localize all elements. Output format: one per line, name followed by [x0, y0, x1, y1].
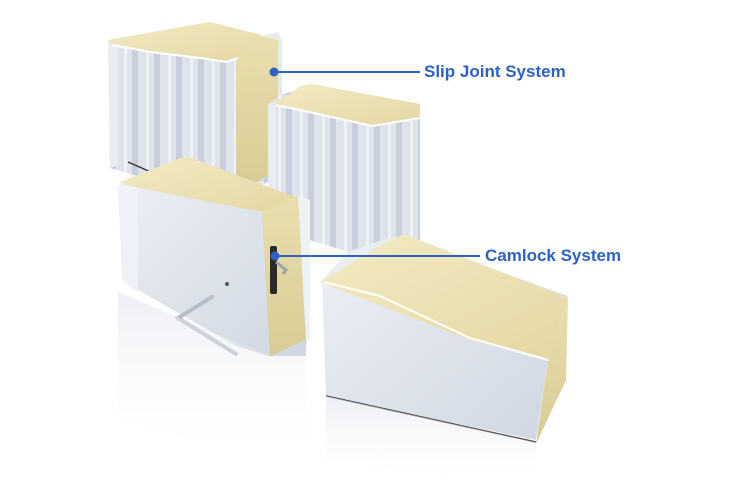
panel-camlock-right [320, 234, 568, 444]
callout-slip-joint [269, 67, 420, 77]
callout-label-slip-joint: Slip Joint System [424, 62, 566, 81]
panel-slip-joint-left [108, 22, 282, 190]
panel-camlock-left [118, 156, 310, 356]
floor-reflection [118, 292, 536, 490]
callout-label-camlock: Camlock System [485, 246, 622, 265]
callout-camlock [270, 251, 480, 261]
